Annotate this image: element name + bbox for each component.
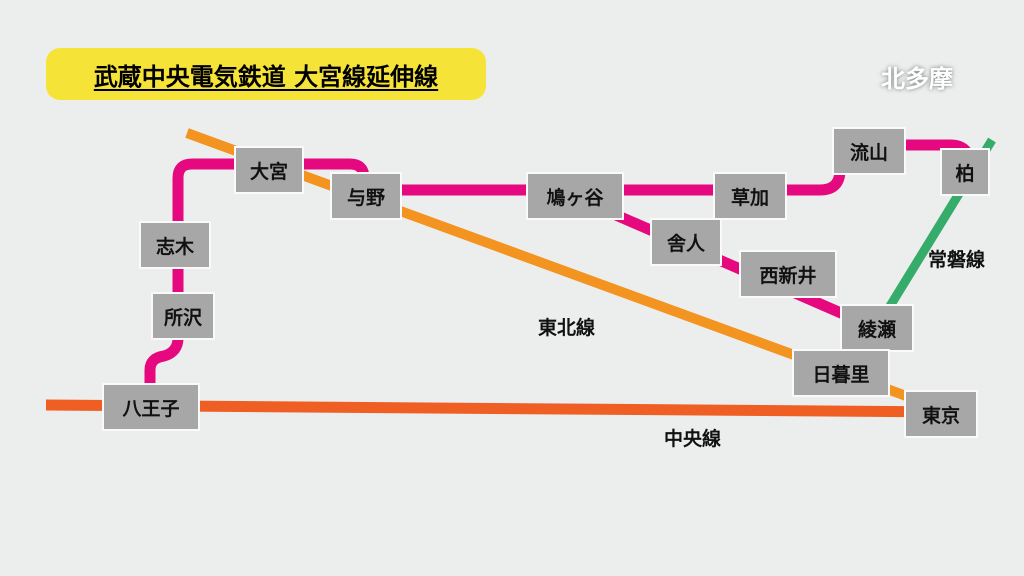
station-tokyo[interactable]: 東京 [904,390,978,438]
station-hachioji[interactable]: 八王子 [102,383,200,431]
station-nishiarai[interactable]: 西新井 [739,250,837,298]
chuo-line-label: 中央線 [664,428,722,450]
station-tokorozawa[interactable]: 所沢 [151,292,215,340]
station-toneri[interactable]: 舎人 [650,218,722,266]
joban-line-label: 常磐線 [928,249,986,271]
station-hatogaya[interactable]: 鳩ヶ谷 [526,172,624,220]
station-ayase[interactable]: 綾瀬 [840,304,914,352]
station-kashiwa[interactable]: 柏 [940,148,990,196]
station-yono[interactable]: 与野 [330,172,402,220]
station-soka[interactable]: 草加 [713,172,787,220]
region-label: 北多摩 [881,64,953,93]
station-nippori[interactable]: 日暮里 [792,349,890,397]
tohoku-line-label: 東北線 [538,317,596,339]
station-shiki[interactable]: 志木 [139,221,211,269]
station-nagareyama[interactable]: 流山 [832,127,906,175]
station-omiya[interactable]: 大宮 [234,146,304,194]
map-title: 武蔵中央電気鉄道 大宮線延伸線 [46,48,486,100]
